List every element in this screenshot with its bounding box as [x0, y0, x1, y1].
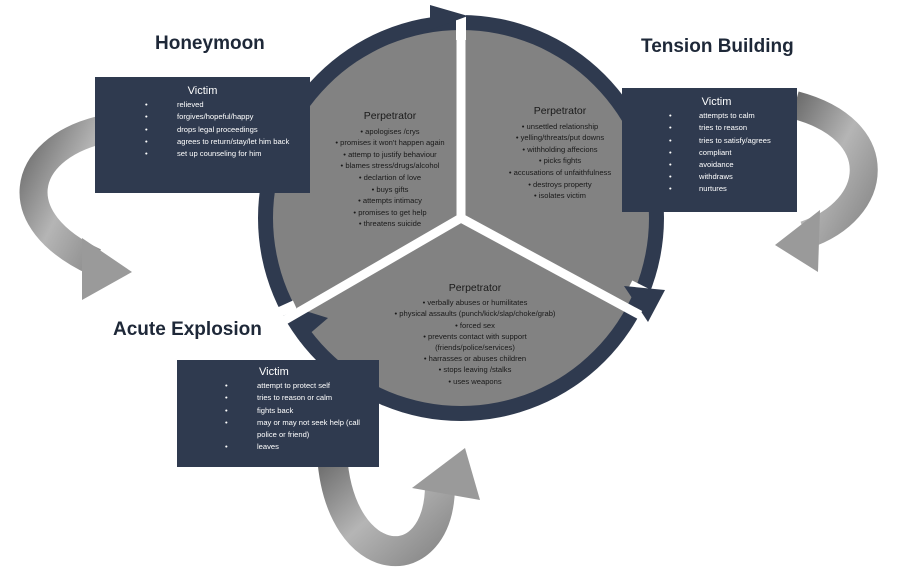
- list-item: attempts intimacy: [300, 195, 480, 207]
- list-item: leaves: [225, 441, 367, 453]
- honeymoon-victim-box: Victim relieved forgives/hopeful/happy d…: [95, 77, 310, 193]
- list-item: prevents contact with support (friends/p…: [375, 331, 575, 353]
- honeymoon-perpetrator: Perpetrator apologises /crys promises it…: [300, 110, 480, 230]
- list-item: relieved: [145, 99, 300, 111]
- victim-heading: Victim: [187, 85, 218, 97]
- list-item: tries to satisfy/agrees: [669, 135, 789, 147]
- list-item: apologises /crys: [300, 126, 480, 138]
- list-item: harrasses or abuses children: [375, 353, 575, 364]
- tension-perpetrator: Perpetrator unsettled relationship yelli…: [480, 105, 640, 202]
- perpetrator-heading: Perpetrator: [363, 110, 417, 122]
- list-item: stops leaving /stalks: [375, 364, 575, 375]
- bottom-curved-arrow: [317, 448, 480, 567]
- list-item: isolates victim: [480, 190, 640, 202]
- victim-heading: Victim: [259, 366, 289, 378]
- list-item: accusations of unfaithfulness: [480, 167, 640, 179]
- list-item: yelling/threats/put downs: [480, 132, 640, 144]
- left-curved-arrow: [19, 116, 132, 300]
- perpetrator-heading: Perpetrator: [533, 105, 587, 117]
- list-item: tries to reason or calm: [225, 392, 367, 404]
- ring-arrowhead-right: [624, 286, 665, 322]
- list-item: forgives/hopeful/happy: [145, 111, 300, 123]
- list-item: destroys property: [480, 179, 640, 191]
- acute-perpetrator: Perpetrator verbally abuses or humilitat…: [375, 282, 575, 387]
- list-item: agrees to return/stay/let him back: [145, 136, 300, 148]
- honeymoon-title: Honeymoon: [155, 33, 265, 54]
- list-item: promises to get help: [300, 207, 480, 219]
- acute-explosion-title: Acute Explosion: [113, 319, 262, 340]
- list-item: uses weapons: [375, 376, 575, 387]
- list-item: avoidance: [669, 159, 789, 171]
- list-item: withholding affecions: [480, 144, 640, 156]
- list-item: verbally abuses or humilitates: [375, 297, 575, 308]
- list-item: declartion of love: [300, 172, 480, 184]
- list-item: picks fights: [480, 155, 640, 167]
- list-item: attempt to protect self: [225, 380, 367, 392]
- list-item: drops legal proceedings: [145, 124, 300, 136]
- list-item: unsettled relationship: [480, 121, 640, 133]
- list-item: withdraws: [669, 171, 789, 183]
- list-item: blames stress/drugs/alcohol: [300, 160, 480, 172]
- list-item: attempts to calm: [669, 110, 789, 122]
- list-item: compliant: [669, 147, 789, 159]
- perpetrator-heading: Perpetrator: [448, 282, 502, 294]
- list-item: set up counseling for him: [145, 148, 300, 160]
- tension-building-title: Tension Building: [641, 36, 794, 57]
- victim-heading: Victim: [701, 96, 732, 108]
- list-item: attemp to justify behaviour: [300, 149, 480, 161]
- tension-victim-box: Victim attempts to calm tries to reason …: [622, 88, 797, 212]
- ring-arrowhead-top: [430, 5, 468, 30]
- list-item: threatens suicide: [300, 218, 480, 230]
- list-item: tries to reason: [669, 122, 789, 134]
- list-item: forced sex: [375, 320, 575, 331]
- list-item: nurtures: [669, 183, 789, 195]
- list-item: may or may not seek help (call police or…: [225, 417, 367, 441]
- acute-victim-box: Victim attempt to protect self tries to …: [177, 360, 379, 467]
- list-item: fights back: [225, 405, 367, 417]
- list-item: buys gifts: [300, 184, 480, 196]
- list-item: physical assaults (punch/kick/slap/choke…: [375, 308, 575, 319]
- ring-arrowhead-left: [296, 308, 328, 342]
- list-item: promises it won't happen again: [300, 137, 480, 149]
- right-curved-arrow: [775, 91, 878, 272]
